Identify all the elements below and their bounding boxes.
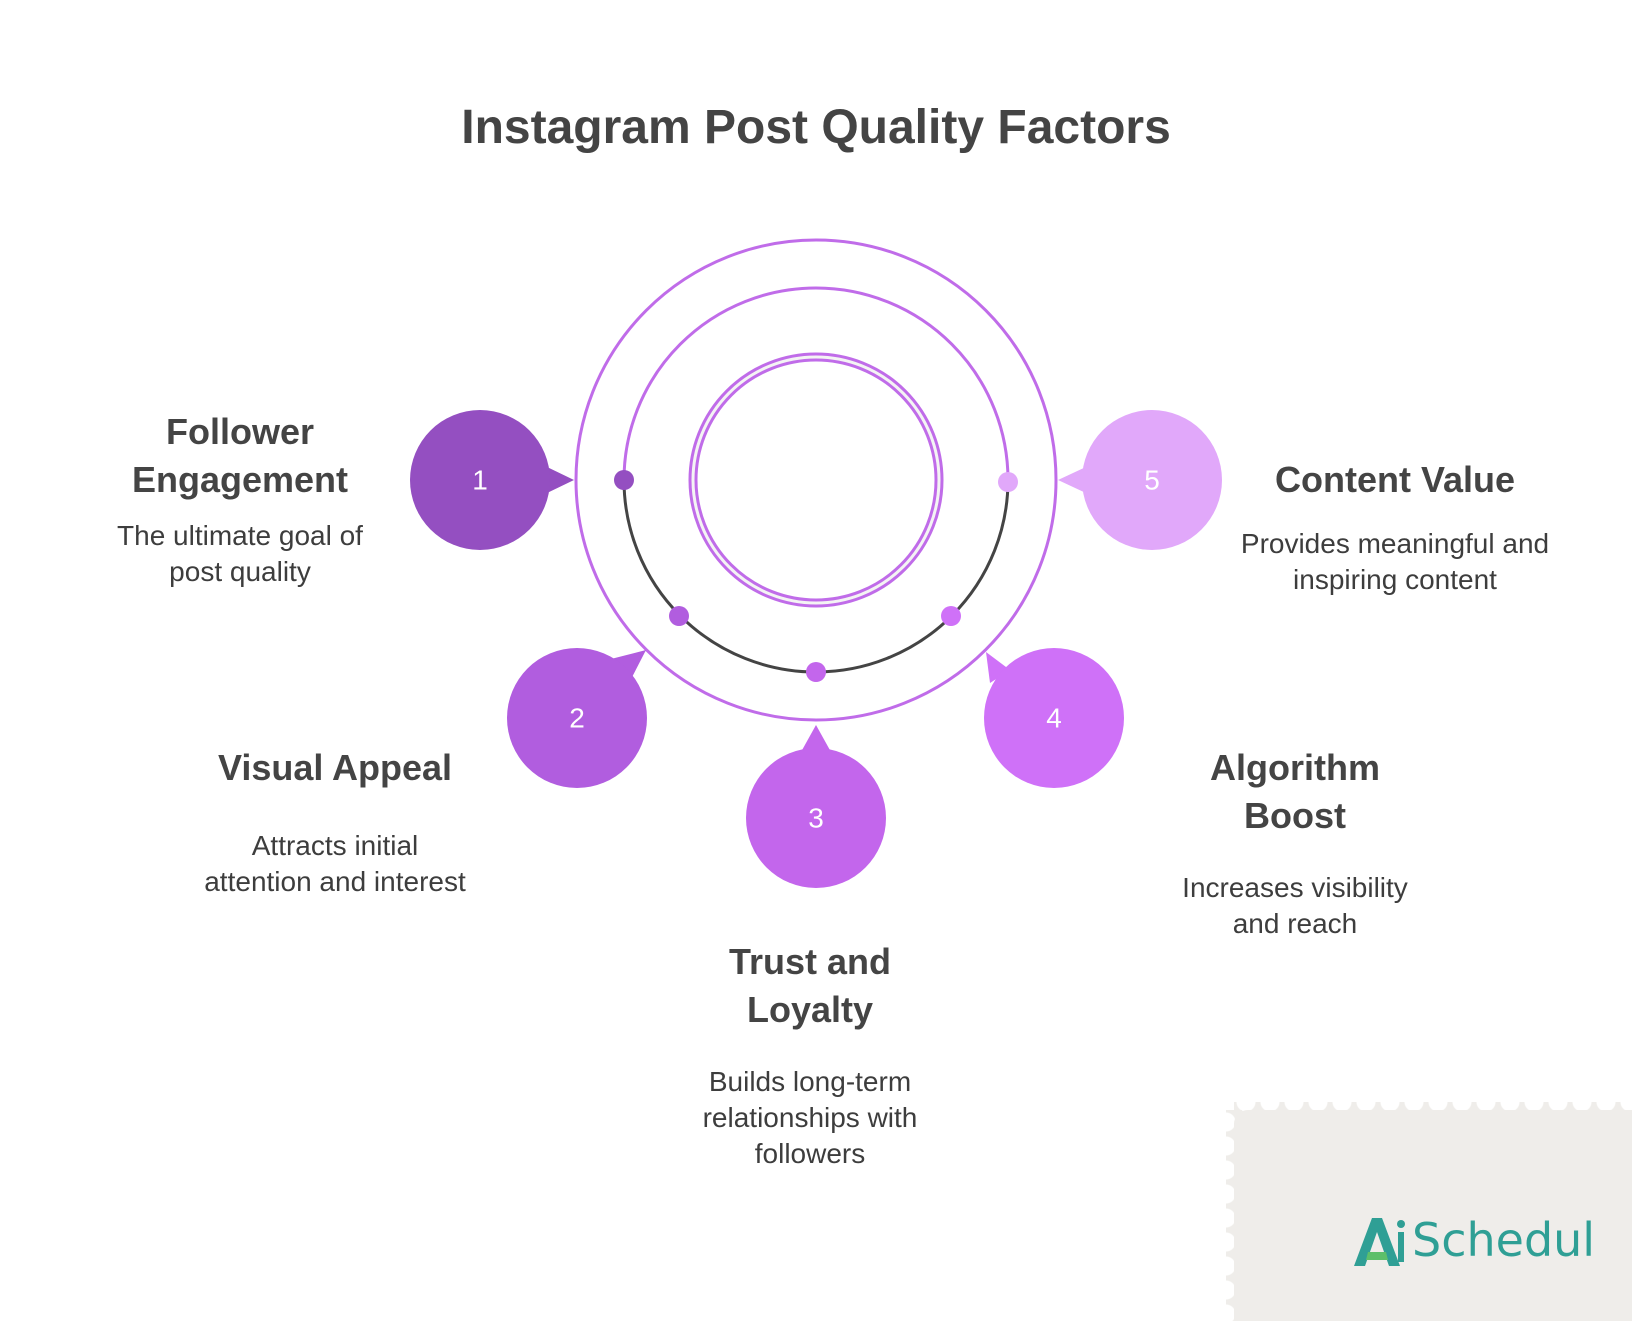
factor-number-4: 4 (1046, 703, 1062, 734)
ai-logo-icon (1354, 1218, 1405, 1266)
factor-3: Trust and Loyalty Builds long-term relat… (670, 938, 950, 1172)
factor-3-name: Trust and Loyalty (728, 941, 892, 1030)
aischedul-logo: Schedul (1348, 1210, 1595, 1270)
factor-5: Content Value Provides meaningful and in… (1240, 456, 1550, 598)
factor-1-name: Follower Engagement (131, 411, 349, 500)
ring-dot-3 (806, 662, 826, 682)
factor-bubble-1: 1 (410, 410, 574, 550)
factor-bubble-4: 4 (984, 648, 1124, 788)
factor-1: Follower Engagement The ultimate goal of… (90, 408, 390, 590)
ring-dot-5 (998, 472, 1018, 492)
factor-2-description: Attracts initial attention and interest (204, 830, 466, 897)
outer-ring (574, 238, 1058, 722)
factor-bubble-5: 5 (1058, 410, 1222, 550)
factor-bubble-2: 2 (507, 648, 647, 788)
ring-dot-1 (614, 470, 634, 490)
factor-4-description: Increases visibility and reach (1182, 872, 1408, 939)
factor-bubble-3: 3 (746, 725, 886, 888)
factor-number-3: 3 (808, 803, 824, 834)
factor-2-name: Visual Appeal (217, 747, 453, 788)
ring-dot-2 (669, 606, 689, 626)
factor-5-name: Content Value (1274, 459, 1516, 500)
factor-3-description: Builds long-term relationships with foll… (702, 1066, 918, 1169)
factor-number-5: 5 (1144, 465, 1160, 496)
diagram-title: Instagram Post Quality Factors (461, 101, 1171, 154)
logo-stamp-background (1234, 1110, 1632, 1321)
middle-ring-top-arc (622, 286, 1010, 481)
factor-4-name: Algorithm Boost (1210, 747, 1380, 836)
ring-dot-4 (941, 606, 961, 626)
factor-2: Visual Appeal Attracts initial attention… (200, 744, 470, 900)
factor-4: Algorithm Boost Increases visibility and… (1160, 744, 1430, 942)
factor-5-description: Provides meaningful and inspiring conten… (1240, 528, 1550, 595)
inner-ring-core (694, 358, 938, 602)
factor-number-2: 2 (569, 703, 585, 734)
factor-number-1: 1 (472, 465, 488, 496)
factor-1-description: The ultimate goal of post quality (117, 520, 363, 587)
logo-text: Schedul (1412, 1213, 1596, 1267)
